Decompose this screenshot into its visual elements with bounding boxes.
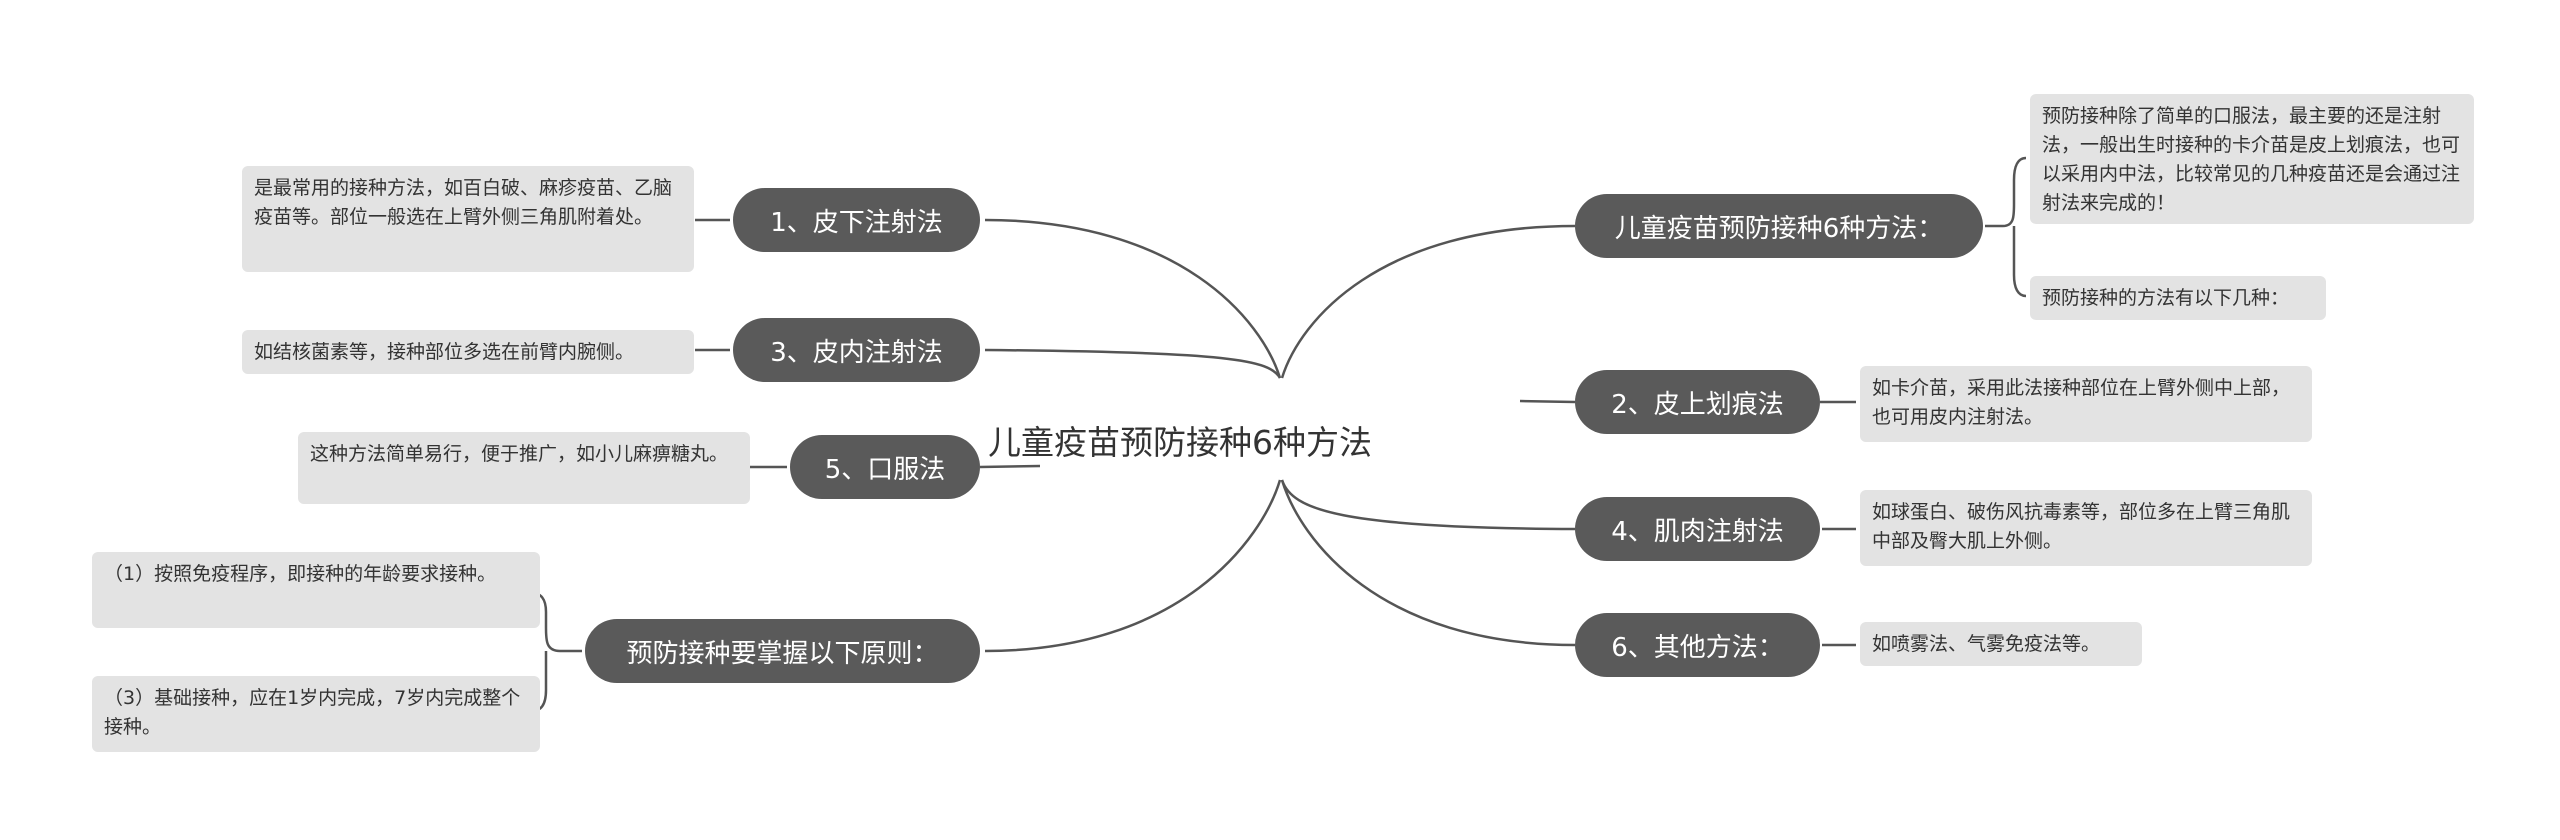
- note-subcutaneous-injection: 是最常用的接种方法，如百白破、麻疹疫苗、乙脑疫苗等。部位一般选在上臂外侧三角肌附…: [242, 166, 694, 272]
- note-methods-list: 预防接种的方法有以下几种：: [2030, 276, 2326, 320]
- connector-root-scarification: [1519, 399, 1576, 404]
- connector-root-intramuscular: [1280, 479, 1576, 531]
- topic-six-methods[interactable]: 儿童疫苗预防接种6种方法：: [1575, 194, 1983, 258]
- connector-root-intradermal: [984, 348, 1282, 379]
- note-text: 如卡介苗，采用此法接种部位在上臂外侧中上部，也可用皮内注射法。: [1872, 377, 2291, 428]
- topic-intramuscular-injection[interactable]: 4、肌肉注射法: [1575, 497, 1820, 561]
- note-other-methods: 如喷雾法、气雾免疫法等。: [1860, 622, 2142, 666]
- connector-methods-notes: [1985, 156, 2027, 298]
- note-text: 如结核菌素等，接种部位多选在前臂内腕侧。: [254, 341, 635, 363]
- connector-root-principles: [984, 479, 1282, 653]
- note-text: 如喷雾法、气雾免疫法等。: [1872, 633, 2101, 655]
- note-text: 预防接种除了简单的口服法，最主要的还是注射法，一般出生时接种的卡介苗是皮上划痕法…: [2042, 105, 2461, 214]
- note-text: 这种方法简单易行，便于推广，如小儿麻痹糖丸。: [310, 443, 729, 465]
- topic-scarification[interactable]: 2、皮上划痕法: [1575, 370, 1820, 434]
- connector-root-other: [1280, 479, 1576, 647]
- topic-oral-method[interactable]: 5、口服法: [790, 435, 980, 499]
- note-methods-intro: 预防接种除了简单的口服法，最主要的还是注射法，一般出生时接种的卡介苗是皮上划痕法…: [2030, 94, 2474, 224]
- connector-root-methods: [1280, 224, 1576, 379]
- topic-subcutaneous-injection[interactable]: 1、皮下注射法: [733, 188, 980, 252]
- note-principle-3: （3）基础接种，应在1岁内完成，7岁内完成整个接种。: [92, 676, 540, 752]
- topic-vaccination-principles[interactable]: 预防接种要掌握以下原则：: [585, 619, 980, 683]
- note-scarification: 如卡介苗，采用此法接种部位在上臂外侧中上部，也可用皮内注射法。: [1860, 366, 2312, 442]
- connector-root-oral: [979, 464, 1041, 469]
- topic-other-methods[interactable]: 6、其他方法：: [1575, 613, 1820, 677]
- connector-root-skin-subcutaneous: [984, 218, 1282, 379]
- note-oral-method: 这种方法简单易行，便于推广，如小儿麻痹糖丸。: [298, 432, 750, 504]
- note-text: 如球蛋白、破伤风抗毒素等，部位多在上臂三角肌中部及臀大肌上外侧。: [1872, 501, 2291, 552]
- note-text: 是最常用的接种方法，如百白破、麻疹疫苗、乙脑疫苗等。部位一般选在上臂外侧三角肌附…: [254, 177, 673, 228]
- note-text: 预防接种的方法有以下几种：: [2042, 287, 2290, 309]
- note-text: （3）基础接种，应在1岁内完成，7岁内完成整个接种。: [104, 687, 521, 738]
- note-principle-1: （1）按照免疫程序，即接种的年龄要求接种。: [92, 552, 540, 628]
- note-intramuscular-injection: 如球蛋白、破伤风抗毒素等，部位多在上臂三角肌中部及臀大肌上外侧。: [1860, 490, 2312, 566]
- note-intradermal-injection: 如结核菌素等，接种部位多选在前臂内腕侧。: [242, 330, 694, 374]
- note-text: （1）按照免疫程序，即接种的年龄要求接种。: [104, 563, 497, 585]
- root-topic-title[interactable]: 儿童疫苗预防接种6种方法: [988, 423, 1372, 462]
- topic-intradermal-injection[interactable]: 3、皮内注射法: [733, 318, 980, 382]
